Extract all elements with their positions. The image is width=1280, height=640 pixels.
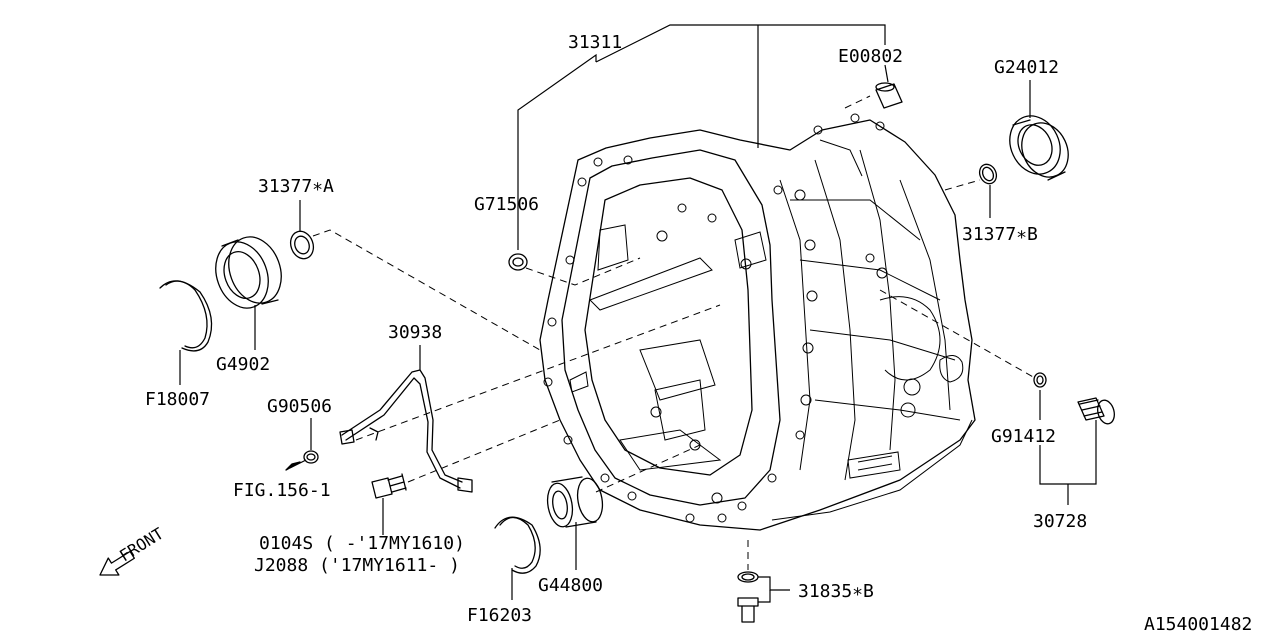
- label-e00802: E00802: [838, 46, 903, 67]
- plug-30728-part: [1077, 397, 1115, 425]
- label-0104s: 0104S ( -'17MY1610): [259, 533, 465, 554]
- label-31835-b: 31835∗B: [798, 581, 874, 602]
- seal-g71506-part: [508, 253, 528, 271]
- label-31377-b: 31377∗B: [962, 224, 1038, 245]
- label-j2088: J2088 ('17MY1611- ): [254, 555, 460, 576]
- label-g24012: G24012: [994, 57, 1059, 78]
- label-fig-ref: FIG.156-1: [233, 480, 331, 501]
- assembly-axes: [312, 95, 1036, 570]
- front-arrow: [99, 550, 135, 576]
- bearing-g24012-part: [1009, 115, 1069, 181]
- leader-lines: [179, 24, 1097, 603]
- label-f16203: F16203: [467, 605, 532, 626]
- part-labels: 31311 E00802 G24012 31377∗B G71506 31377…: [116, 32, 1252, 635]
- label-g91412: G91412: [991, 426, 1056, 447]
- label-31311: 31311: [568, 32, 622, 53]
- label-f18007: F18007: [145, 389, 210, 410]
- bearing-g4902-part: [215, 236, 282, 309]
- label-front: FRONT: [116, 524, 167, 566]
- label-31377-a: 31377∗A: [258, 176, 334, 197]
- label-g4902: G4902: [216, 354, 270, 375]
- transmission-case: [539, 113, 976, 531]
- seal-31377-b-part: [978, 163, 998, 185]
- seal-31377-a-part: [289, 230, 315, 260]
- bearing-g44800-part: [546, 476, 604, 528]
- seal-g90506-part: [303, 450, 319, 464]
- snap-ring-f16203-part: [494, 516, 541, 574]
- plug-e00802-part: [875, 82, 903, 109]
- label-30728: 30728: [1033, 511, 1087, 532]
- label-30938: 30938: [388, 322, 442, 343]
- diagram-id: A154001482: [1144, 614, 1252, 635]
- label-g44800: G44800: [538, 575, 603, 596]
- label-g71506: G71506: [474, 194, 539, 215]
- gasket-g91412-part: [1033, 372, 1047, 388]
- label-g90506: G90506: [267, 396, 332, 417]
- pipe-30938-part: [339, 369, 473, 493]
- drain-31835-b-part: [737, 571, 759, 623]
- bolt-0104s-part: [371, 473, 407, 499]
- snap-ring-f18007-part: [159, 280, 213, 352]
